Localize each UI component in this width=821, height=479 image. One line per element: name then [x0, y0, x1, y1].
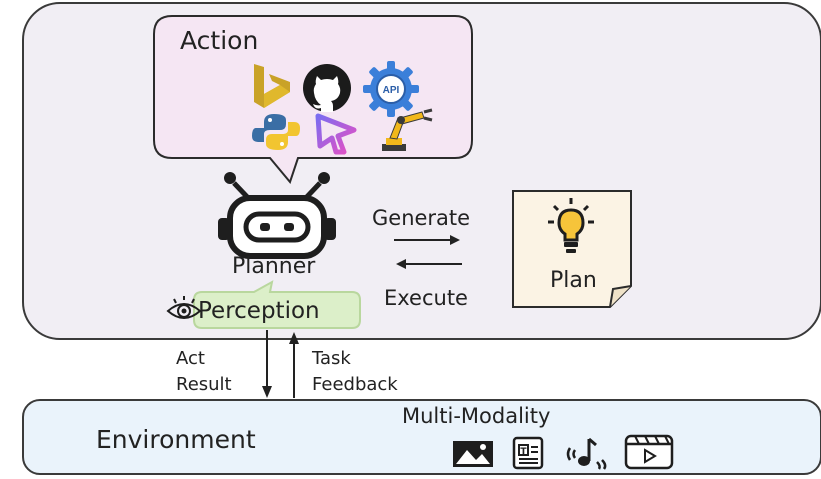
result-text: Result — [176, 374, 232, 395]
task-feedback-label: Task Feedback — [312, 346, 398, 398]
lightbulb-icon — [548, 198, 594, 253]
eye-icon — [166, 296, 202, 319]
execute-arrow — [396, 259, 462, 269]
perception-label: Perception — [198, 298, 320, 324]
bing-icon — [254, 64, 290, 108]
svg-text:API: API — [383, 85, 400, 96]
action-title: Action — [180, 26, 259, 55]
text-icon: T — [512, 436, 544, 470]
act-result-label: Act Result — [176, 346, 232, 398]
plan-label: Plan — [550, 268, 597, 293]
generate-label: Generate — [372, 206, 471, 230]
planner-robot-icon — [218, 172, 336, 259]
cursor-icon — [315, 113, 357, 155]
environment-container — [22, 399, 821, 475]
environment-label: Environment — [96, 425, 256, 454]
execute-label: Execute — [384, 286, 468, 310]
multi-modality-label: Multi-Modality — [402, 404, 551, 428]
task-text: Task — [312, 348, 351, 369]
robot-arm-icon — [382, 108, 433, 151]
act-text: Act — [176, 348, 205, 369]
image-icon — [453, 441, 493, 467]
generate-arrow — [394, 235, 460, 245]
perception-bubble — [193, 280, 361, 329]
python-icon — [252, 114, 300, 150]
feedback-text: Feedback — [312, 374, 398, 395]
api-gear-icon: API — [363, 61, 419, 117]
link-arrows — [262, 330, 299, 398]
svg-text:T: T — [520, 447, 527, 457]
video-icon — [624, 434, 674, 470]
audio-icon — [566, 437, 607, 470]
github-icon — [303, 64, 351, 112]
planner-label: Planner — [232, 254, 316, 279]
